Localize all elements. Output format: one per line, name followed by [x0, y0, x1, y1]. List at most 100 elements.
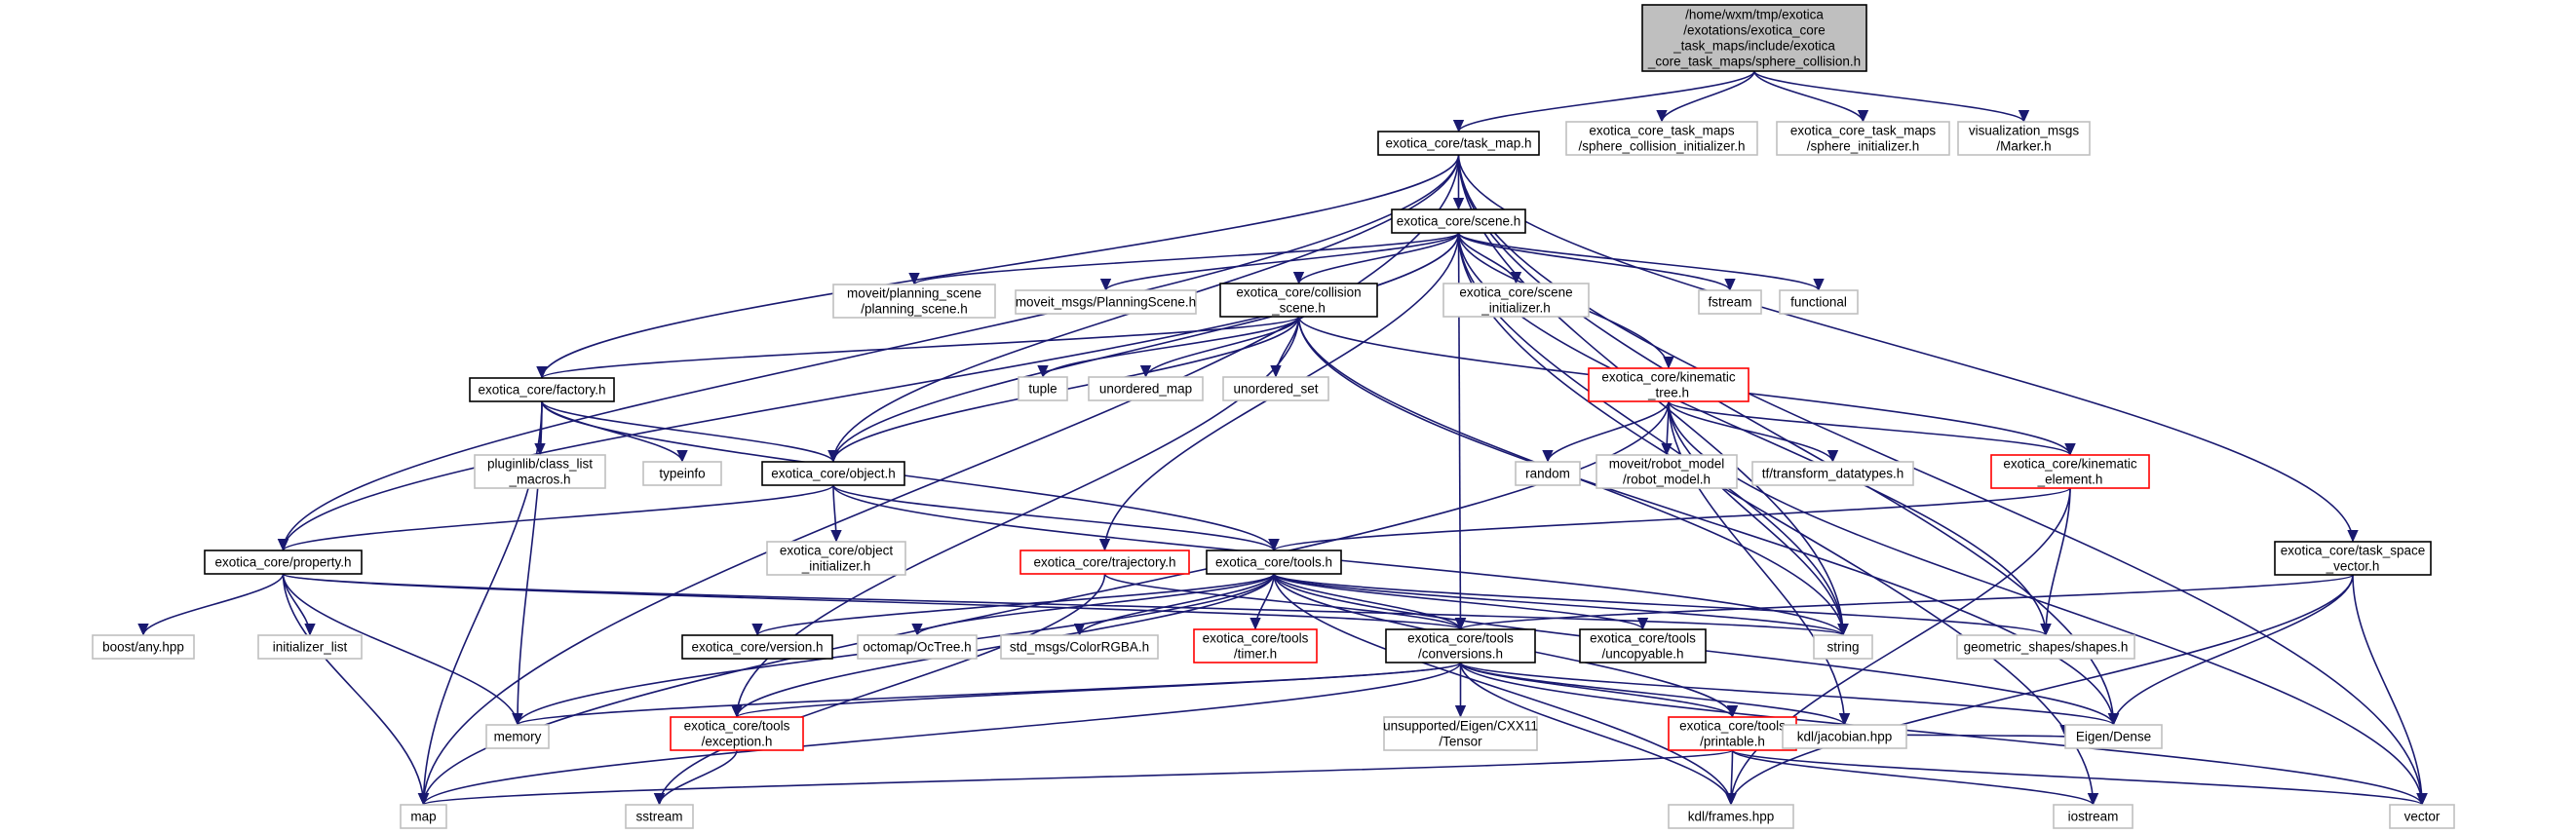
- node-label-string-line-0: string: [1826, 640, 1859, 655]
- node-box-scene_init: [1442, 283, 1590, 318]
- node-root[interactable]: /home/wxm/tmp/exotica/exotations/exotica…: [1641, 4, 1867, 72]
- node-box-sstream: [625, 804, 694, 829]
- node-label-psm-line-0: moveit_msgs/PlanningScene.h: [1016, 295, 1196, 310]
- edge-conversions-to-vector: [1459, 662, 2428, 806]
- node-label-task_map-line-0: exotica_core/task_map.h: [1385, 136, 1531, 151]
- node-eigen: Eigen/Dense: [2064, 724, 2163, 749]
- node-conversions[interactable]: exotica_core/tools/conversions.h: [1385, 628, 1536, 663]
- node-label-typeinfo-line-0: typeinfo: [659, 467, 705, 481]
- edge-printable-to-vector: [1731, 749, 2428, 806]
- node-label-jacobian-line-0: kdl/jacobian.hpp: [1797, 730, 1893, 744]
- node-tools[interactable]: exotica_core/tools.h: [1206, 550, 1342, 575]
- node-boost_any: boost/any.hpp: [92, 634, 195, 660]
- edge-collision-to-eigen: [1297, 316, 2120, 726]
- node-box-ktree: [1588, 367, 1749, 402]
- node-sstream: sstream: [625, 804, 694, 829]
- node-label-object-line-0: exotica_core/object.h: [771, 467, 896, 481]
- edge-root-to-marker: [1753, 70, 2030, 123]
- edge-factory-to-tools: [541, 400, 1280, 551]
- node-property[interactable]: exotica_core/property.h: [204, 550, 363, 575]
- node-uncopyable[interactable]: exotica_core/tools/uncopyable.h: [1579, 628, 1707, 663]
- edge-scene-to-iostream: [1457, 232, 2099, 806]
- edge-kelement-to-frames: [1725, 487, 2071, 806]
- node-box-memory: [485, 724, 550, 749]
- node-timer[interactable]: exotica_core/tools/timer.h: [1193, 628, 1318, 663]
- edge-tools-to-frames: [1273, 573, 1737, 806]
- edge-tools-to-string: [1273, 573, 1849, 636]
- node-label-ktree-line-0: exotica_core/kinematic: [1601, 370, 1736, 385]
- node-box-sph_init: [1776, 121, 1950, 156]
- edge-scene-to-fstream: [1457, 232, 1736, 291]
- node-box-factory: [469, 377, 615, 402]
- node-box-fstream: [1698, 289, 1762, 315]
- edge-factory-to-object: [541, 400, 839, 463]
- node-label-printable-line-1: /printable.h: [1700, 735, 1765, 749]
- node-exception[interactable]: exotica_core/tools/exception.h: [670, 716, 804, 751]
- edge-scene-to-collision: [1292, 232, 1460, 284]
- node-frames: kdl/frames.hpp: [1668, 804, 1794, 829]
- node-box-string: [1813, 634, 1873, 660]
- node-sc_init: exotica_core_task_maps/sphere_collision_…: [1565, 121, 1758, 156]
- edge-tools-to-octree: [911, 573, 1275, 636]
- node-label-sph_init-line-1: /sphere_initializer.h: [1807, 139, 1920, 154]
- node-random: random: [1515, 461, 1581, 486]
- node-sph_init: exotica_core_task_maps/sphere_initialize…: [1776, 121, 1950, 156]
- node-label-sc_init-line-0: exotica_core_task_maps: [1589, 124, 1735, 138]
- node-label-octree-line-0: octomap/OcTree.h: [863, 640, 971, 655]
- edge-task_map-to-factory: [536, 154, 1460, 379]
- node-label-kelement-line-1: _element.h: [2037, 473, 2103, 487]
- node-marker: visualization_msgs/Marker.h: [1957, 121, 2091, 156]
- node-label-fstream-line-0: fstream: [1708, 295, 1751, 310]
- node-label-root-line-2: _task_maps/include/exotica: [1672, 39, 1835, 54]
- edge-exception-to-sstream: [653, 749, 738, 806]
- edge-tools-to-color: [1073, 573, 1275, 636]
- node-label-marker-line-0: visualization_msgs: [1969, 124, 2080, 138]
- edge-property-to-memory: [282, 573, 523, 726]
- node-box-kelement: [1990, 454, 2150, 489]
- node-label-obj_init-line-1: _initializer.h: [801, 559, 871, 574]
- node-vector: vector: [2389, 804, 2455, 829]
- node-box-task_map: [1377, 131, 1540, 156]
- node-box-tuple: [1018, 376, 1068, 401]
- edge-tools-to-version: [751, 573, 1275, 636]
- node-fstream: fstream: [1698, 289, 1762, 315]
- node-factory[interactable]: exotica_core/factory.h: [469, 377, 615, 402]
- edge-printable-to-map: [418, 749, 1734, 806]
- node-box-tsv: [2274, 541, 2432, 576]
- node-ktree[interactable]: exotica_core/kinematic_tree.h: [1588, 367, 1749, 402]
- node-version[interactable]: exotica_core/version.h: [681, 634, 833, 660]
- node-map: map: [400, 804, 447, 829]
- node-label-collision-line-1: _scene.h: [1271, 301, 1326, 316]
- node-box-shapes: [1956, 634, 2135, 660]
- node-label-timer-line-0: exotica_core/tools: [1203, 631, 1309, 646]
- node-task_map[interactable]: exotica_core/task_map.h: [1377, 131, 1540, 156]
- node-trajectory[interactable]: exotica_core/trajectory.h: [1019, 550, 1190, 575]
- node-memory: memory: [485, 724, 550, 749]
- node-box-property: [204, 550, 363, 575]
- node-label-tsv-line-1: _vector.h: [2326, 559, 2380, 574]
- node-printable[interactable]: exotica_core/tools/printable.h: [1668, 716, 1797, 751]
- node-label-scene_init-line-1: _initializer.h: [1480, 301, 1551, 316]
- node-label-sc_init-line-1: /sphere_collision_initializer.h: [1578, 139, 1745, 154]
- node-label-root-line-0: /home/wxm/tmp/exotica: [1685, 8, 1824, 22]
- edge-property-to-boost_any: [137, 573, 285, 636]
- edge-task_map-to-vector: [1457, 154, 2428, 806]
- edge-root-to-sph_init: [1753, 70, 1869, 123]
- edge-trajectory-to-sstream: [653, 573, 1106, 806]
- node-box-psm: [1015, 289, 1197, 315]
- node-collision[interactable]: exotica_core/collision_scene.h: [1219, 283, 1378, 318]
- node-tsv[interactable]: exotica_core/task_space_vector.h: [2274, 541, 2432, 576]
- node-label-ktree-line-1: _tree.h: [1647, 386, 1689, 400]
- node-label-conversions-line-0: exotica_core/tools: [1407, 631, 1514, 646]
- node-kelement[interactable]: exotica_core/kinematic_element.h: [1990, 454, 2150, 489]
- node-octree: octomap/OcTree.h: [857, 634, 978, 660]
- edge-conversions-to-memory: [512, 662, 1462, 726]
- node-scene[interactable]: exotica_core/scene.h: [1391, 208, 1526, 234]
- node-object[interactable]: exotica_core/object.h: [761, 461, 905, 486]
- node-box-pluginlib: [474, 454, 606, 489]
- node-box-map: [400, 804, 447, 829]
- node-color: std_msgs/ColorRGBA.h: [1000, 634, 1159, 660]
- edge-tsv-to-frames: [1725, 574, 2354, 806]
- node-umap: unordered_map: [1088, 376, 1204, 401]
- node-box-color: [1000, 634, 1159, 660]
